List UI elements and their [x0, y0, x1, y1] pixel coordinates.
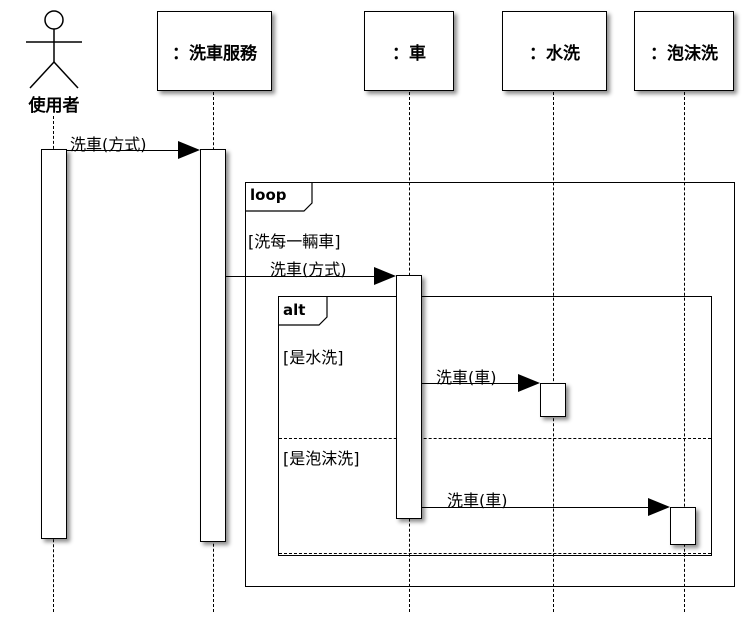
message-arrow	[422, 383, 519, 384]
participant-car: ：車	[364, 11, 454, 91]
fragment-tab	[279, 297, 328, 326]
message-arrow	[226, 276, 375, 277]
participant-washservice: ：洗車服務	[157, 11, 272, 91]
participant-waterwash: ：水洗	[502, 11, 607, 91]
message-label: 洗車(方式)	[270, 260, 347, 279]
lifeline-foamwash	[684, 92, 685, 612]
alt-guard-foam: [是泡沫洗]	[283, 449, 360, 468]
message-arrow	[67, 150, 179, 151]
activation-washservice	[200, 149, 226, 542]
participant-label: ：洗車服務	[172, 43, 257, 64]
message-label: 洗車(車)	[436, 368, 497, 387]
message-label: 洗車(車)	[447, 491, 508, 510]
message-arrow	[422, 507, 649, 508]
alt-guard-water: [是水洗]	[283, 348, 344, 367]
arrowhead-icon	[374, 267, 396, 285]
activation-foamwash	[670, 507, 696, 545]
activation-user	[41, 149, 67, 539]
loop-guard: [洗每一輛車]	[248, 232, 341, 251]
participant-label: ：車	[392, 43, 426, 64]
fragment-operator: loop	[250, 186, 287, 204]
alt-fragment: alt	[278, 296, 712, 556]
message-label: 洗車(方式)	[70, 135, 147, 154]
alt-operand-divider	[279, 438, 711, 439]
activation-waterwash	[540, 383, 566, 417]
fragment-tab	[246, 183, 313, 212]
lifeline-waterwash	[553, 92, 554, 612]
participant-label: ：泡沫洗	[650, 43, 718, 64]
arrowhead-icon	[178, 141, 200, 159]
arrowhead-icon	[518, 374, 540, 392]
participant-foamwash: ：泡沫洗	[634, 11, 734, 91]
arrowhead-icon	[648, 498, 670, 516]
activation-car	[396, 275, 422, 519]
actor-label-user: 使用者	[28, 96, 80, 116]
loop-fragment: loop	[245, 182, 735, 587]
actor-stick-figure-icon	[26, 10, 82, 89]
fragment-operator: alt	[283, 301, 306, 319]
alt-bottom-dashed-line	[279, 553, 711, 554]
participant-label: ：水洗	[529, 43, 580, 64]
